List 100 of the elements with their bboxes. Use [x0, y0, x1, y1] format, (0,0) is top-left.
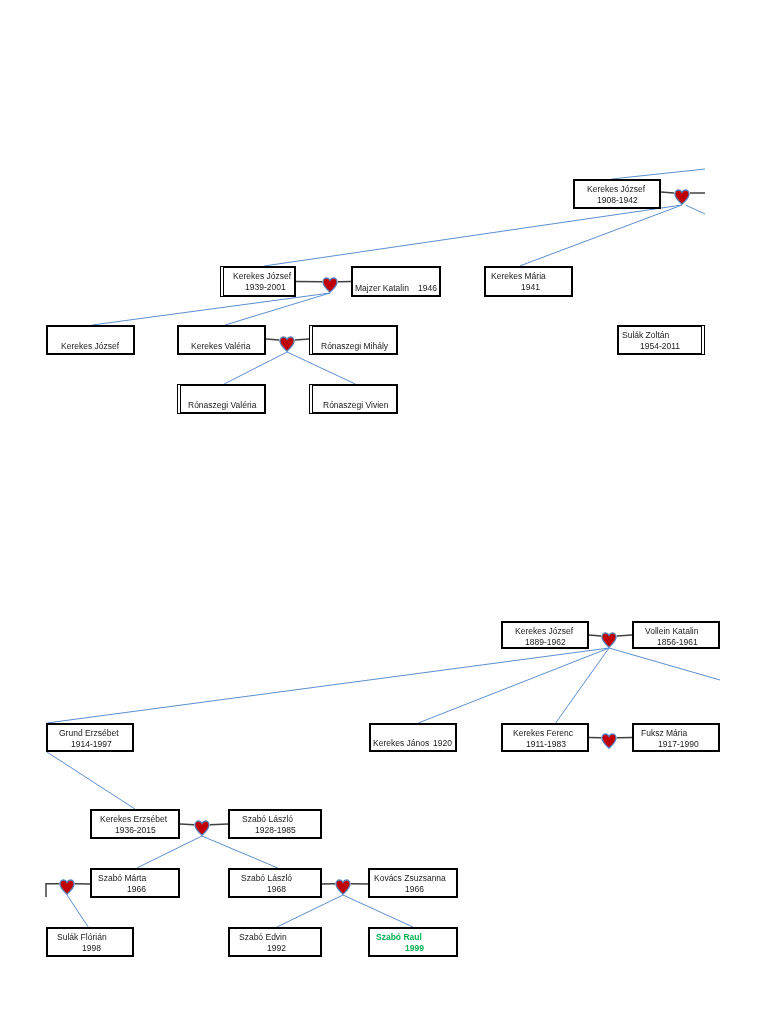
person-box	[368, 927, 458, 957]
connector-line	[417, 647, 610, 724]
connector-line	[45, 883, 60, 898]
heart-icon	[674, 189, 690, 205]
person-box	[632, 621, 720, 649]
person-name: Kerekes Erzsébet	[100, 814, 168, 825]
person-box	[228, 868, 322, 898]
person-name: Rónaszegi Valéria	[188, 399, 257, 410]
connector-line	[519, 204, 683, 267]
person-box	[90, 868, 180, 898]
life-dates: 1946	[418, 282, 437, 293]
connector-line	[342, 894, 414, 928]
person-name: Sulák Zoltán	[622, 330, 670, 341]
person-box	[573, 179, 661, 209]
life-dates: 1999	[405, 942, 424, 953]
person-name: Kovács Zsuzsanna	[374, 873, 446, 884]
heart-icon	[194, 820, 210, 836]
person-name: Szabó Márta	[98, 873, 147, 884]
person-name: Kerekes József	[233, 271, 292, 282]
life-dates: 1998	[82, 942, 101, 953]
person-name: Kerekes József	[61, 340, 120, 351]
connector-line	[588, 634, 602, 637]
connector-line	[74, 883, 91, 885]
life-dates: 1992	[267, 942, 286, 953]
person-name: Kerekes Ferenc	[513, 728, 573, 739]
connector-line	[201, 835, 279, 869]
person-box	[228, 809, 322, 839]
heart-icon	[322, 277, 338, 293]
person-box	[368, 868, 458, 898]
person-box	[617, 325, 705, 355]
person-box	[46, 927, 134, 957]
connector-line	[136, 835, 203, 869]
person-name: Kerekes Valéria	[191, 340, 251, 351]
person-box	[309, 384, 398, 414]
connector-line	[209, 823, 229, 826]
person-name: Szabó László	[242, 814, 294, 825]
heart-icon	[335, 879, 351, 895]
heart-icon	[59, 879, 75, 895]
connector-line	[555, 647, 610, 724]
person-box	[351, 266, 441, 297]
person-box	[309, 325, 398, 355]
life-dates: 1928-1985	[255, 824, 296, 835]
person-name: Kerekes Mária	[491, 271, 546, 282]
life-dates: 1856-1961	[657, 636, 698, 647]
person-name: Grund Erzsébet	[59, 728, 119, 739]
life-dates: 1954-2011	[640, 340, 681, 351]
connector-line	[286, 351, 356, 385]
life-dates: 1966	[405, 883, 424, 894]
life-dates: 1908-1942	[597, 194, 638, 205]
person-name: Sulák Flórián	[57, 932, 107, 943]
person-box	[177, 325, 266, 355]
person-name: Kerekes József	[515, 626, 574, 637]
connector-line	[66, 894, 89, 928]
person-box	[177, 384, 266, 414]
heart-icon	[279, 336, 295, 352]
connector-line	[223, 351, 288, 385]
connector-line	[179, 823, 195, 826]
connector-line	[224, 292, 331, 326]
connector-line	[608, 647, 721, 681]
life-dates: 1936-2015	[115, 824, 156, 835]
person-name: Rónaszegi Mihály	[321, 340, 389, 351]
connector-line	[689, 192, 706, 194]
life-dates: 1968	[267, 883, 286, 894]
person-name: Szabó László	[241, 873, 293, 884]
life-dates: 1914-1997	[71, 738, 112, 749]
heart-icon	[601, 632, 617, 648]
person-box	[632, 723, 720, 752]
person-name: Kerekes József	[587, 184, 646, 195]
connector-line	[660, 191, 675, 194]
person-name: Szabó Raul	[376, 932, 422, 943]
person-box	[228, 927, 322, 957]
person-box	[369, 723, 457, 752]
connector-line	[295, 280, 323, 283]
life-dates: 1939-2001	[245, 281, 286, 292]
life-dates: 1966	[127, 883, 146, 894]
person-box	[501, 621, 589, 649]
person-box	[46, 723, 134, 752]
person-name: Vollein Katalin	[645, 626, 699, 637]
connector-line	[46, 751, 136, 810]
person-name: Rónaszegi Vivien	[323, 399, 389, 410]
person-box	[220, 266, 296, 297]
connector-line	[276, 894, 344, 928]
person-name: Kerekes János	[373, 737, 430, 748]
life-dates: 1889-1962	[525, 636, 566, 647]
person-name: Szabó Edvin	[239, 932, 287, 943]
connector-line	[685, 204, 706, 215]
life-dates: 1911-1983	[526, 738, 567, 749]
life-dates: 1941	[521, 281, 540, 292]
connector-line	[616, 634, 633, 637]
person-box	[484, 266, 573, 297]
heart-icon	[601, 733, 617, 749]
life-dates: 1920	[433, 737, 452, 748]
connector-line	[611, 168, 706, 180]
connector-line	[265, 338, 280, 341]
person-box	[46, 325, 135, 355]
person-name: Fuksz Mária	[641, 728, 688, 739]
person-name: Majzer Katalin	[355, 282, 409, 293]
person-box	[501, 723, 589, 752]
life-dates: 1917-1990	[658, 738, 699, 749]
connector-line	[321, 883, 336, 885]
